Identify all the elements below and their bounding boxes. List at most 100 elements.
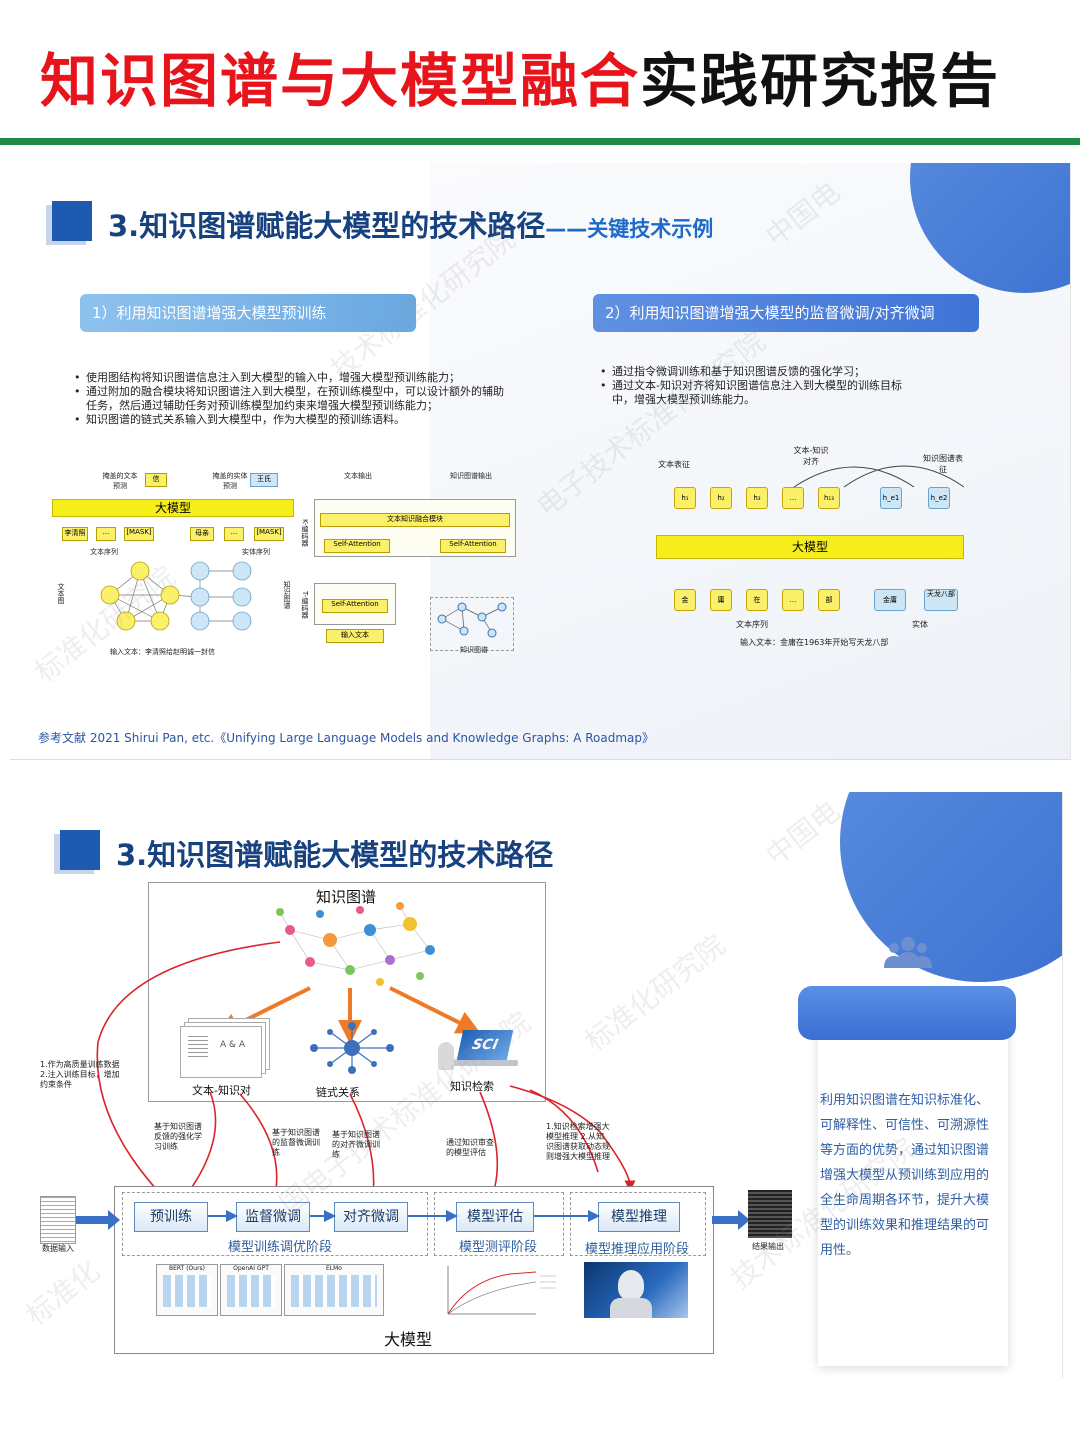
corner-decoration bbox=[840, 792, 1063, 982]
side-note: 1.作为高质量训练数据 2.注入训练目标，增加约束条件 bbox=[40, 1060, 126, 1090]
figure-text-graph-input: 掩盖的文本预测 掩盖的实体预测 信 王氏 大模型 李清照 ... [MASK] … bbox=[50, 463, 300, 659]
bullet-item: 使用图结构将知识图谱信息注入到大模型的输入中，增强大模型预训练能力； bbox=[74, 371, 514, 385]
token-row: 李清照 ... [MASK] 母亲 ... [MASK] bbox=[62, 527, 292, 541]
inference-robot-image bbox=[584, 1262, 688, 1318]
self-attention-box: Self-Attention bbox=[324, 539, 390, 553]
evaluation-chart-thumbnail bbox=[440, 1262, 560, 1320]
page-title: 知识图谱与大模型融合实践研究报告 bbox=[40, 34, 1000, 118]
phase-label-evaluation: 模型测评阶段 bbox=[434, 1236, 562, 1255]
bullet-item: 通过附加的融合模块将知识图谱注入到大模型，在预训练模型中，可以设计额外的辅助任务… bbox=[74, 385, 514, 413]
finetuning-bullets: 通过指令微调训练和基于知识图谱反馈的强化学习； 通过文本-知识对齐将知识图谱信息… bbox=[600, 365, 920, 407]
h-node: h₁₃ bbox=[818, 487, 840, 509]
fig-label: 文本序列 bbox=[90, 547, 118, 557]
h-node: h₃ bbox=[746, 487, 768, 509]
side-note-line: 2.注入训练目标，增加约束条件 bbox=[40, 1070, 126, 1090]
data-input-label: 数据输入 bbox=[42, 1244, 74, 1254]
flow-arrows-svg bbox=[10, 792, 770, 1232]
note-feedback-rl: 基于知识图谱反馈的强化学习训练 bbox=[154, 1122, 208, 1152]
alignment-arrows bbox=[674, 451, 964, 491]
stage-arrows bbox=[70, 1196, 710, 1236]
fig-label: 知识图谱 bbox=[460, 645, 488, 655]
fig-token: 金 bbox=[674, 589, 696, 611]
note-supervised-finetune: 基于知识图谱的监督微调训练 bbox=[272, 1128, 320, 1158]
llm-box-label: 大模型 bbox=[384, 1326, 432, 1350]
fig-token: 金庸 bbox=[874, 589, 906, 611]
llm-bar: 大模型 bbox=[656, 535, 964, 559]
fig-token: [MASK] bbox=[254, 527, 284, 541]
slide-1-title: 3.知识图谱赋能大模型的技术路径——关键技术示例 bbox=[108, 203, 713, 245]
thumbnail-elmo: ELMo bbox=[284, 1264, 384, 1316]
fig-label: 掩盖的文本预测 bbox=[100, 471, 140, 491]
h-node: h₁ bbox=[674, 487, 696, 509]
fig-token: 李清照 bbox=[62, 527, 88, 541]
slide-2: 3.知识图谱赋能大模型的技术路径 知识图谱 A & A bbox=[10, 792, 1063, 1378]
slide-1-subtitle: ——关键技术示例 bbox=[545, 217, 713, 241]
bullet-item: 通过指令微调训练和基于知识图谱反馈的强化学习； bbox=[600, 365, 920, 379]
h-node: h₂ bbox=[710, 487, 732, 509]
figure-text-knowledge-alignment: 文本表征 文本-知识对齐 知识图谱表征 h₁ h₂ h₃ ... h₁₃ h_e… bbox=[650, 441, 970, 651]
result-output-arrow bbox=[712, 1208, 752, 1232]
summary-card-header bbox=[798, 986, 1016, 1040]
fig-token: [MASK] bbox=[124, 527, 154, 541]
result-output-label: 结果输出 bbox=[752, 1242, 784, 1252]
fig-token: 庸 bbox=[710, 589, 732, 611]
input-text-box: 输入文本 bbox=[326, 629, 384, 643]
title-black-part: 实践研究报告 bbox=[640, 47, 1000, 115]
bullet-item: 通过文本-知识对齐将知识图谱信息注入到大模型的训练目标中，增强大模型预训练能力。 bbox=[600, 379, 920, 407]
data-input-document-icon bbox=[40, 1196, 76, 1244]
fig-token: 部 bbox=[818, 589, 840, 611]
fig-label: 掩盖的实体预测 bbox=[210, 471, 250, 491]
thumbnail-gpt: OpenAI GPT bbox=[220, 1264, 282, 1316]
fig-label: 文本图 bbox=[56, 583, 66, 604]
fig-token: ... bbox=[782, 589, 804, 611]
text-graph-svg bbox=[70, 559, 290, 645]
fig-token: 母亲 bbox=[190, 527, 214, 541]
pretraining-bullets: 使用图结构将知识图谱信息注入到大模型的输入中，增强大模型预训练能力； 通过附加的… bbox=[74, 371, 514, 427]
phase-label-training: 模型训练调优阶段 bbox=[170, 1236, 390, 1255]
fig-label: 实体 bbox=[912, 619, 928, 630]
phase-label-inference: 模型推理应用阶段 bbox=[570, 1238, 704, 1257]
reference-citation: 参考文献 2021 Shirui Pan, etc.《Unifying Larg… bbox=[38, 729, 654, 746]
kg-mini-graph bbox=[432, 599, 512, 639]
fig-token: 信 bbox=[145, 473, 167, 487]
h-node: h_e2 bbox=[928, 487, 950, 509]
fig-label: 文本输出 bbox=[344, 471, 372, 481]
header-divider bbox=[0, 138, 1080, 145]
note-model-evaluation: 通过知识审查的模型评估 bbox=[446, 1138, 500, 1158]
self-attention-box: Self-Attention bbox=[322, 599, 388, 613]
fig-token: 王氏 bbox=[250, 473, 278, 487]
section-pill-pretraining: 1）利用知识图谱增强大模型预训练 bbox=[80, 294, 416, 332]
fig-label: K-编码器 bbox=[300, 519, 310, 546]
section-pill-finetuning: 2）利用知识图谱增强大模型的监督微调/对齐微调 bbox=[593, 294, 979, 332]
fusion-module: 文本知识融合模块 bbox=[320, 513, 510, 527]
users-icon bbox=[884, 934, 932, 970]
result-output-screen-icon bbox=[748, 1190, 792, 1238]
fig-input-text: 输入文本：李清照给赵明诚一封信 bbox=[110, 647, 215, 657]
fig-token: 在 bbox=[746, 589, 768, 611]
bullet-item: 知识图谱的链式关系输入到大模型中，作为大模型的预训练语料。 bbox=[74, 413, 514, 427]
thumbnail-bert: BERT (Ours) bbox=[156, 1264, 218, 1316]
title-red-part: 知识图谱与大模型融合 bbox=[40, 47, 640, 115]
token-row: 金 庸 在 ... 部 金庸 天龙八部 bbox=[674, 589, 964, 611]
summary-card-text: 利用知识图谱在知识标准化、可解释性、可信性、可溯源性等方面的优势，通过知识图谱增… bbox=[820, 1088, 994, 1263]
data-input-arrow bbox=[76, 1208, 122, 1232]
note-alignment-finetune: 基于知识图谱的对齐微调训练 bbox=[332, 1130, 382, 1160]
fig-token: 天龙八部 bbox=[924, 589, 958, 611]
fig-label: T-编码器 bbox=[300, 591, 310, 618]
llm-bar: 大模型 bbox=[52, 499, 294, 517]
h-node-row: h₁ h₂ h₃ ... h₁₃ h_e1 h_e2 bbox=[674, 487, 964, 509]
fig-label: 文本序列 bbox=[736, 619, 768, 630]
h-node: h_e1 bbox=[880, 487, 902, 509]
fig-label: 知识图谱输出 bbox=[450, 471, 492, 481]
fig-input-text: 输入文本：金庸在1963年开始写天龙八部 bbox=[740, 637, 888, 648]
side-note-line: 1.作为高质量训练数据 bbox=[40, 1060, 126, 1070]
fig-token: ... bbox=[96, 527, 116, 541]
slide-1: 3.知识图谱赋能大模型的技术路径——关键技术示例 1）利用知识图谱增强大模型预训… bbox=[10, 163, 1071, 760]
fig-token: ... bbox=[224, 527, 244, 541]
self-attention-box: Self-Attention bbox=[440, 539, 506, 553]
h-node: ... bbox=[782, 487, 804, 509]
title-marker-icon bbox=[52, 201, 92, 241]
fig-label: 实体序列 bbox=[242, 547, 270, 557]
note-model-inference: 1.知识检索增强大模型推理 2.从知识图谱获取动态规则增强大模型推理 bbox=[546, 1122, 612, 1162]
figure-fusion-module: 文本输出 知识图谱输出 文本知识融合模块 Self-Attention Self… bbox=[300, 463, 522, 659]
